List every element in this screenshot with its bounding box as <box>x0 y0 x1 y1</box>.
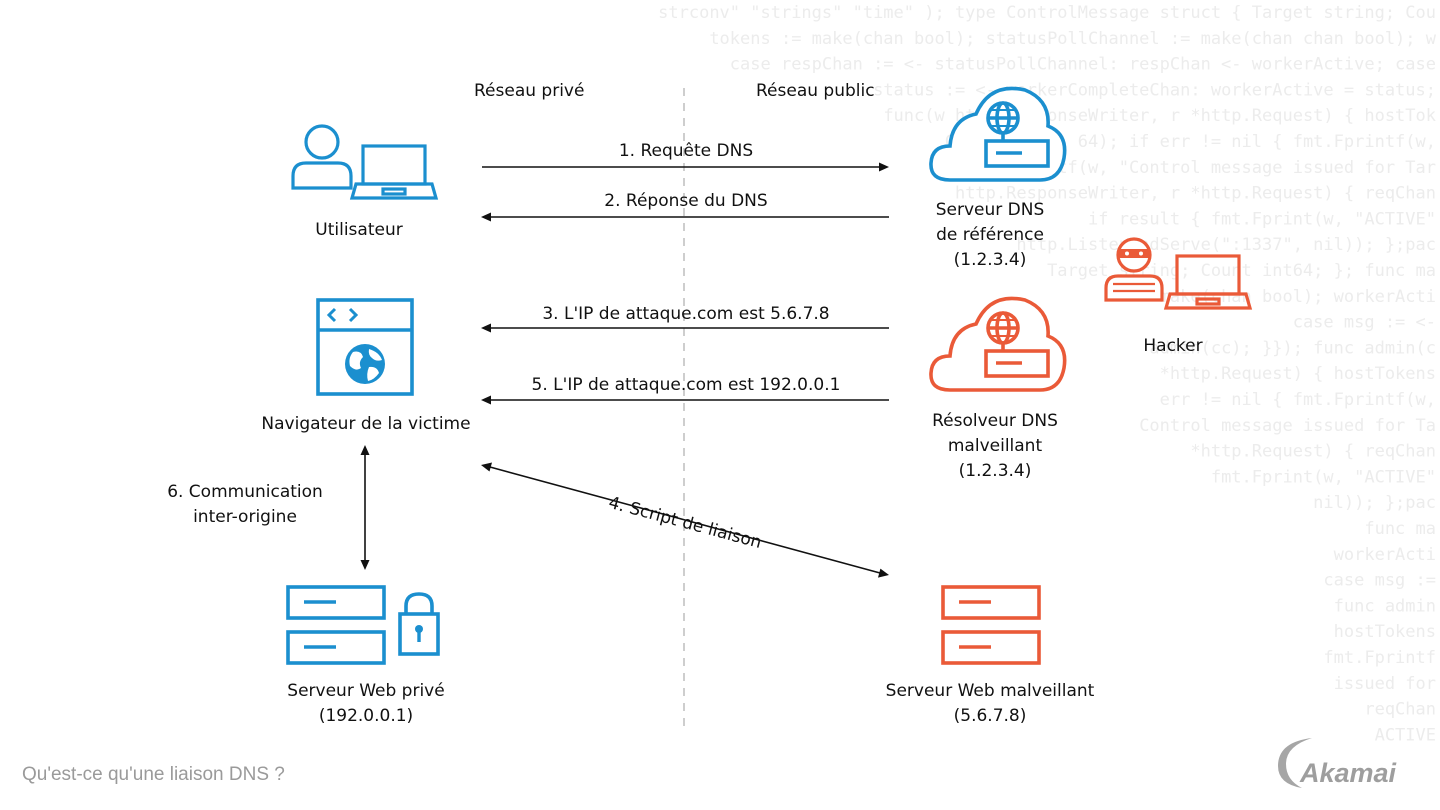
background-code-line: make(chan bool); workerActi <box>1160 287 1436 307</box>
zone-label-public: Réseau public <box>756 81 875 101</box>
footer-question: Qu'est-ce qu'une liaison DNS ? <box>22 764 285 785</box>
cloud-globe-server-icon <box>929 296 1067 392</box>
node-label-user: Utilisateur <box>315 220 403 240</box>
laptop-icon <box>349 144 439 200</box>
node-label-ref-dns: Serveur DNS de référence (1.2.3.4) <box>900 198 1080 273</box>
background-code-line: reqChan <box>1364 700 1436 720</box>
step-label-3: 3. L'IP de attaque.com est 5.6.7.8 <box>542 304 830 324</box>
background-code-line: err != nil { fmt.Fprintf(w, <box>1160 390 1436 410</box>
node-label-hacker: Hacker <box>1143 336 1203 356</box>
background-code-line: *http.Request) { hostTokens <box>1160 364 1436 384</box>
background-code-line: strconv" "strings" "time" ); type Contro… <box>658 3 1436 23</box>
background-code-line: Control message issued for Ta <box>1139 416 1436 436</box>
arrow-step-3 <box>481 323 889 333</box>
background-code-line: issued for <box>1334 674 1436 694</box>
background-code-line: workerActi <box>1334 545 1436 565</box>
masked-hacker-icon <box>1104 237 1164 302</box>
malicious-server-line1: Serveur Web malveillant <box>885 681 1095 701</box>
arrow-step-6 <box>360 445 370 570</box>
node-label-browser: Navigateur de la victime <box>261 414 471 434</box>
arrow-step-2 <box>481 212 889 222</box>
background-code-line: func ma <box>1364 519 1436 539</box>
background-code-line: nil)); };pac <box>1313 493 1436 513</box>
malicious-server-line2: (5.6.7.8) <box>953 706 1027 726</box>
padlock-icon <box>398 592 440 656</box>
background-code-line: func admin <box>1334 596 1436 616</box>
arrow-step-1 <box>482 162 889 172</box>
node-label-malicious-server: Serveur Web malveillant (5.6.7.8) <box>860 679 1120 729</box>
step-label-2: 2. Réponse du DNS <box>604 191 768 211</box>
step-label-6: 6. Communication inter-origine <box>150 480 340 530</box>
resolver-line2: malveillant <box>947 436 1043 456</box>
background-code-line: tokens := make(chan bool); statusPollCha… <box>709 29 1436 49</box>
background-code-line: admin(cc); }}); func admin(c <box>1149 338 1436 358</box>
background-code-line: ACTIVE <box>1375 725 1436 745</box>
background-code-line: if result { fmt.Fprint(w, "ACTIVE" <box>1088 209 1436 229</box>
step-label-5: 5. L'IP de attaque.com est 192.0.0.1 <box>531 375 841 395</box>
background-code-line: Count"), 10, 64); if err != nil { fmt.Fp… <box>945 132 1436 152</box>
akamai-swoosh-icon <box>1278 738 1312 788</box>
background-code-line: hostTokens <box>1334 622 1436 642</box>
akamai-logo-text: Akamai <box>1300 758 1397 788</box>
user-icon <box>291 124 353 190</box>
private-server-line2: (192.0.0.1) <box>318 706 414 726</box>
resolver-line1: Résolveur DNS <box>932 411 1058 431</box>
background-code-line: case respChan := <- statusPollChannel: r… <box>730 55 1436 75</box>
server-icon <box>286 585 386 665</box>
arrow-step-5 <box>481 395 889 405</box>
background-code-line: http.ResponseWriter, r *http.Request) { … <box>955 184 1436 204</box>
ref-dns-line2: de référence <box>936 225 1044 245</box>
node-label-private-server: Serveur Web privé (192.0.0.1) <box>256 679 476 729</box>
cloud-globe-server-icon <box>929 86 1067 182</box>
zone-label-private: Réseau privé <box>474 81 585 101</box>
background-code-line: fmt.Fprint(w, "ACTIVE" <box>1211 467 1436 487</box>
background-code-line: case msg := <box>1323 571 1436 591</box>
node-label-malicious-resolver: Résolveur DNS malveillant (1.2.3.4) <box>900 409 1090 484</box>
laptop-icon <box>1163 254 1253 310</box>
arrow-step-4 <box>481 462 889 578</box>
background-code-line: fmt.Fprintf <box>1323 648 1436 668</box>
step-label-6-line1: 6. Communication <box>167 482 323 502</box>
step-label-6-line2: inter-origine <box>193 507 297 527</box>
ref-dns-line1: Serveur DNS <box>935 200 1045 220</box>
resolver-line3: (1.2.3.4) <box>958 461 1032 481</box>
step-label-1: 1. Requête DNS <box>618 141 754 161</box>
background-code-line: case msg := <- <box>1293 313 1436 333</box>
browser-window-globe-icon <box>316 298 414 396</box>
background-code-line: *http.Request) { reqChan <box>1190 442 1436 462</box>
server-icon <box>941 585 1041 665</box>
background-code-line: fmt.Fprintf(w, "Control message issued f… <box>965 158 1436 178</box>
ref-dns-line3: (1.2.3.4) <box>953 250 1027 270</box>
private-server-line1: Serveur Web privé <box>287 681 445 701</box>
